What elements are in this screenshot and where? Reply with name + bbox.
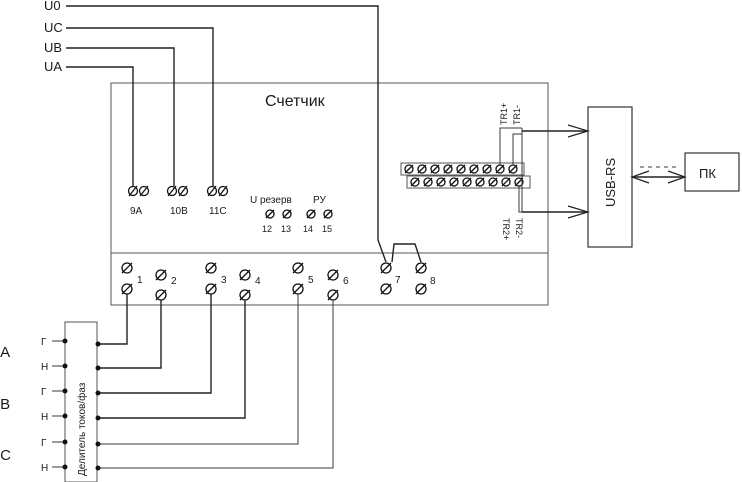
label-tr2-plus: TR2+: [501, 218, 511, 240]
meter-title: Счетчик: [265, 93, 326, 110]
wire-ub: [66, 47, 175, 186]
label-terminal-1: 1: [137, 275, 143, 286]
terminal-10b: [166, 185, 189, 197]
label-terminal-2: 2: [171, 276, 177, 287]
label-ua: UA: [44, 59, 62, 74]
label-terminal-8: 8: [430, 276, 436, 287]
phase-label-a: IA: [0, 344, 10, 361]
label-ub: UB: [44, 40, 62, 55]
terminal-2: [155, 269, 167, 301]
phase-label-c: IC: [0, 447, 11, 464]
wire-u0: [66, 5, 387, 263]
terminal-8: [415, 262, 427, 295]
usb-rs-label: USB-RS: [603, 158, 618, 207]
pc-label: ПК: [699, 166, 716, 181]
label-15: 15: [322, 224, 332, 234]
label-13: 13: [281, 224, 291, 234]
pin-label-2: Н: [41, 362, 48, 373]
pin-label-4: Н: [41, 412, 48, 423]
label-ru: РУ: [313, 195, 326, 206]
connector-top: [400, 162, 525, 176]
wire-t4: [98, 300, 246, 419]
pc-box: [684, 152, 740, 192]
terminal-6: [327, 269, 339, 301]
terminal-11c: [206, 185, 229, 197]
pin-label-6: Н: [41, 463, 48, 474]
wire-ua: [66, 66, 134, 186]
phase-label-b: IB: [0, 396, 10, 413]
terminal-4: [239, 269, 251, 301]
wire-t6: [98, 300, 334, 469]
divider-box: [64, 321, 98, 482]
label-10b: 10B: [170, 206, 188, 217]
label-tr2-minus: TR2-: [514, 218, 524, 238]
wire-t3: [98, 294, 212, 394]
connector-pins-top: [404, 164, 518, 174]
label-u0: U0: [44, 0, 61, 13]
pin-label-5: Г: [41, 438, 47, 449]
jumper-7-8: [391, 243, 422, 263]
connector-bottom: [406, 175, 531, 189]
divider-pins: [52, 338, 101, 471]
label-reserve: U резерв: [250, 195, 292, 206]
connector-pins-bottom: [410, 177, 524, 187]
wire-t2: [98, 300, 162, 369]
wire-t5: [98, 294, 299, 445]
wire-tr1-plus: [499, 127, 522, 165]
terminal-7: [380, 262, 392, 295]
label-terminal-6: 6: [343, 276, 349, 287]
label-uc: UC: [44, 20, 63, 35]
wire-tr2: [518, 186, 522, 213]
arrow-pc-left: [630, 170, 650, 184]
label-terminal-3: 3: [221, 275, 227, 286]
terminal-5: [292, 262, 304, 295]
wire-uc: [66, 27, 214, 186]
terminal-3: [205, 262, 217, 295]
terminal-9a: [127, 185, 150, 197]
wire-t1: [98, 294, 128, 345]
divider-label: Делитель токов/фаз: [76, 382, 88, 476]
label-14: 14: [303, 224, 313, 234]
label-11c: 11C: [209, 206, 227, 217]
label-terminal-7: 7: [395, 275, 401, 286]
terminal-1: [121, 262, 133, 295]
label-tr1-minus: TR1-: [512, 105, 522, 125]
label-terminal-5: 5: [308, 275, 314, 286]
terminal-reserve: [265, 209, 333, 219]
pin-label-1: Г: [41, 337, 47, 348]
label-terminal-4: 4: [255, 276, 261, 287]
label-tr1-plus: TR1+: [499, 103, 509, 125]
label-12: 12: [262, 224, 272, 234]
meter-frame: [110, 82, 549, 306]
wire-tr1-minus: [512, 133, 522, 165]
pin-label-3: Г: [41, 387, 47, 398]
label-9a: 9A: [130, 206, 143, 217]
